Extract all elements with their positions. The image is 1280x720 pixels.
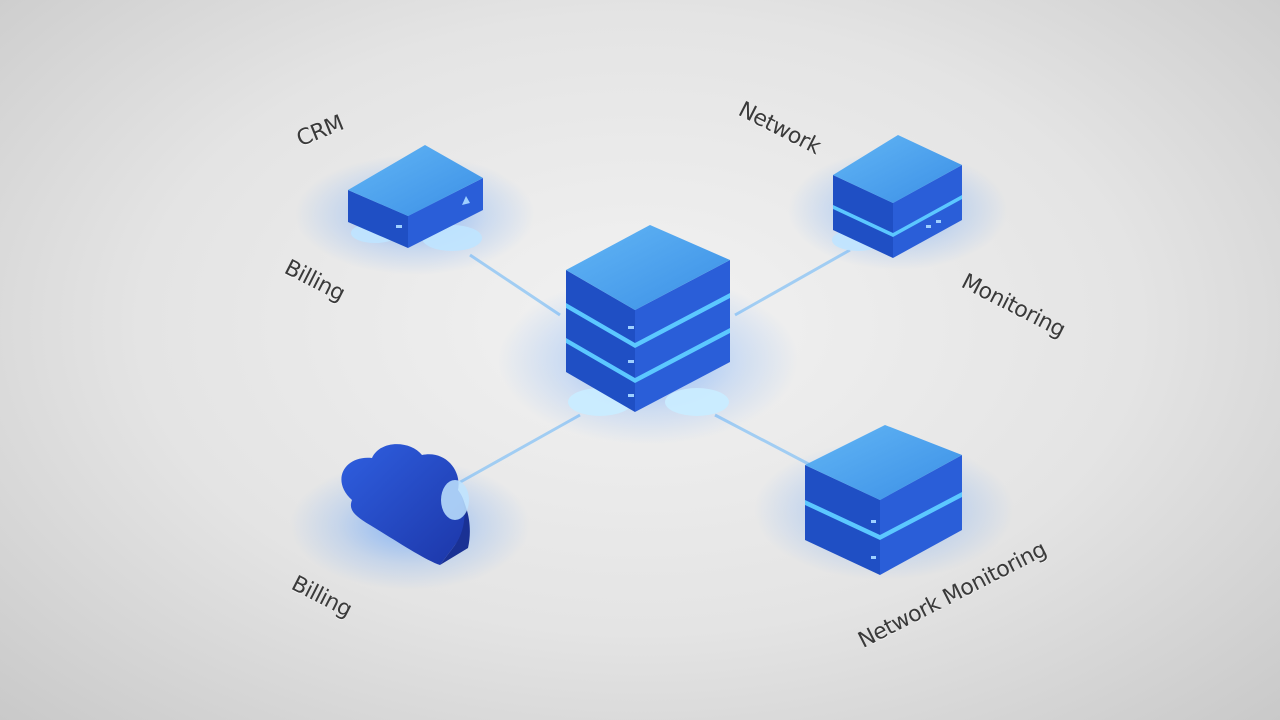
server-icon[interactable] — [805, 425, 962, 575]
server-stack-icon[interactable] — [566, 225, 730, 416]
cloud-icon[interactable] — [341, 444, 470, 565]
server-icon[interactable] — [832, 135, 962, 258]
server-icon[interactable] — [348, 145, 483, 251]
